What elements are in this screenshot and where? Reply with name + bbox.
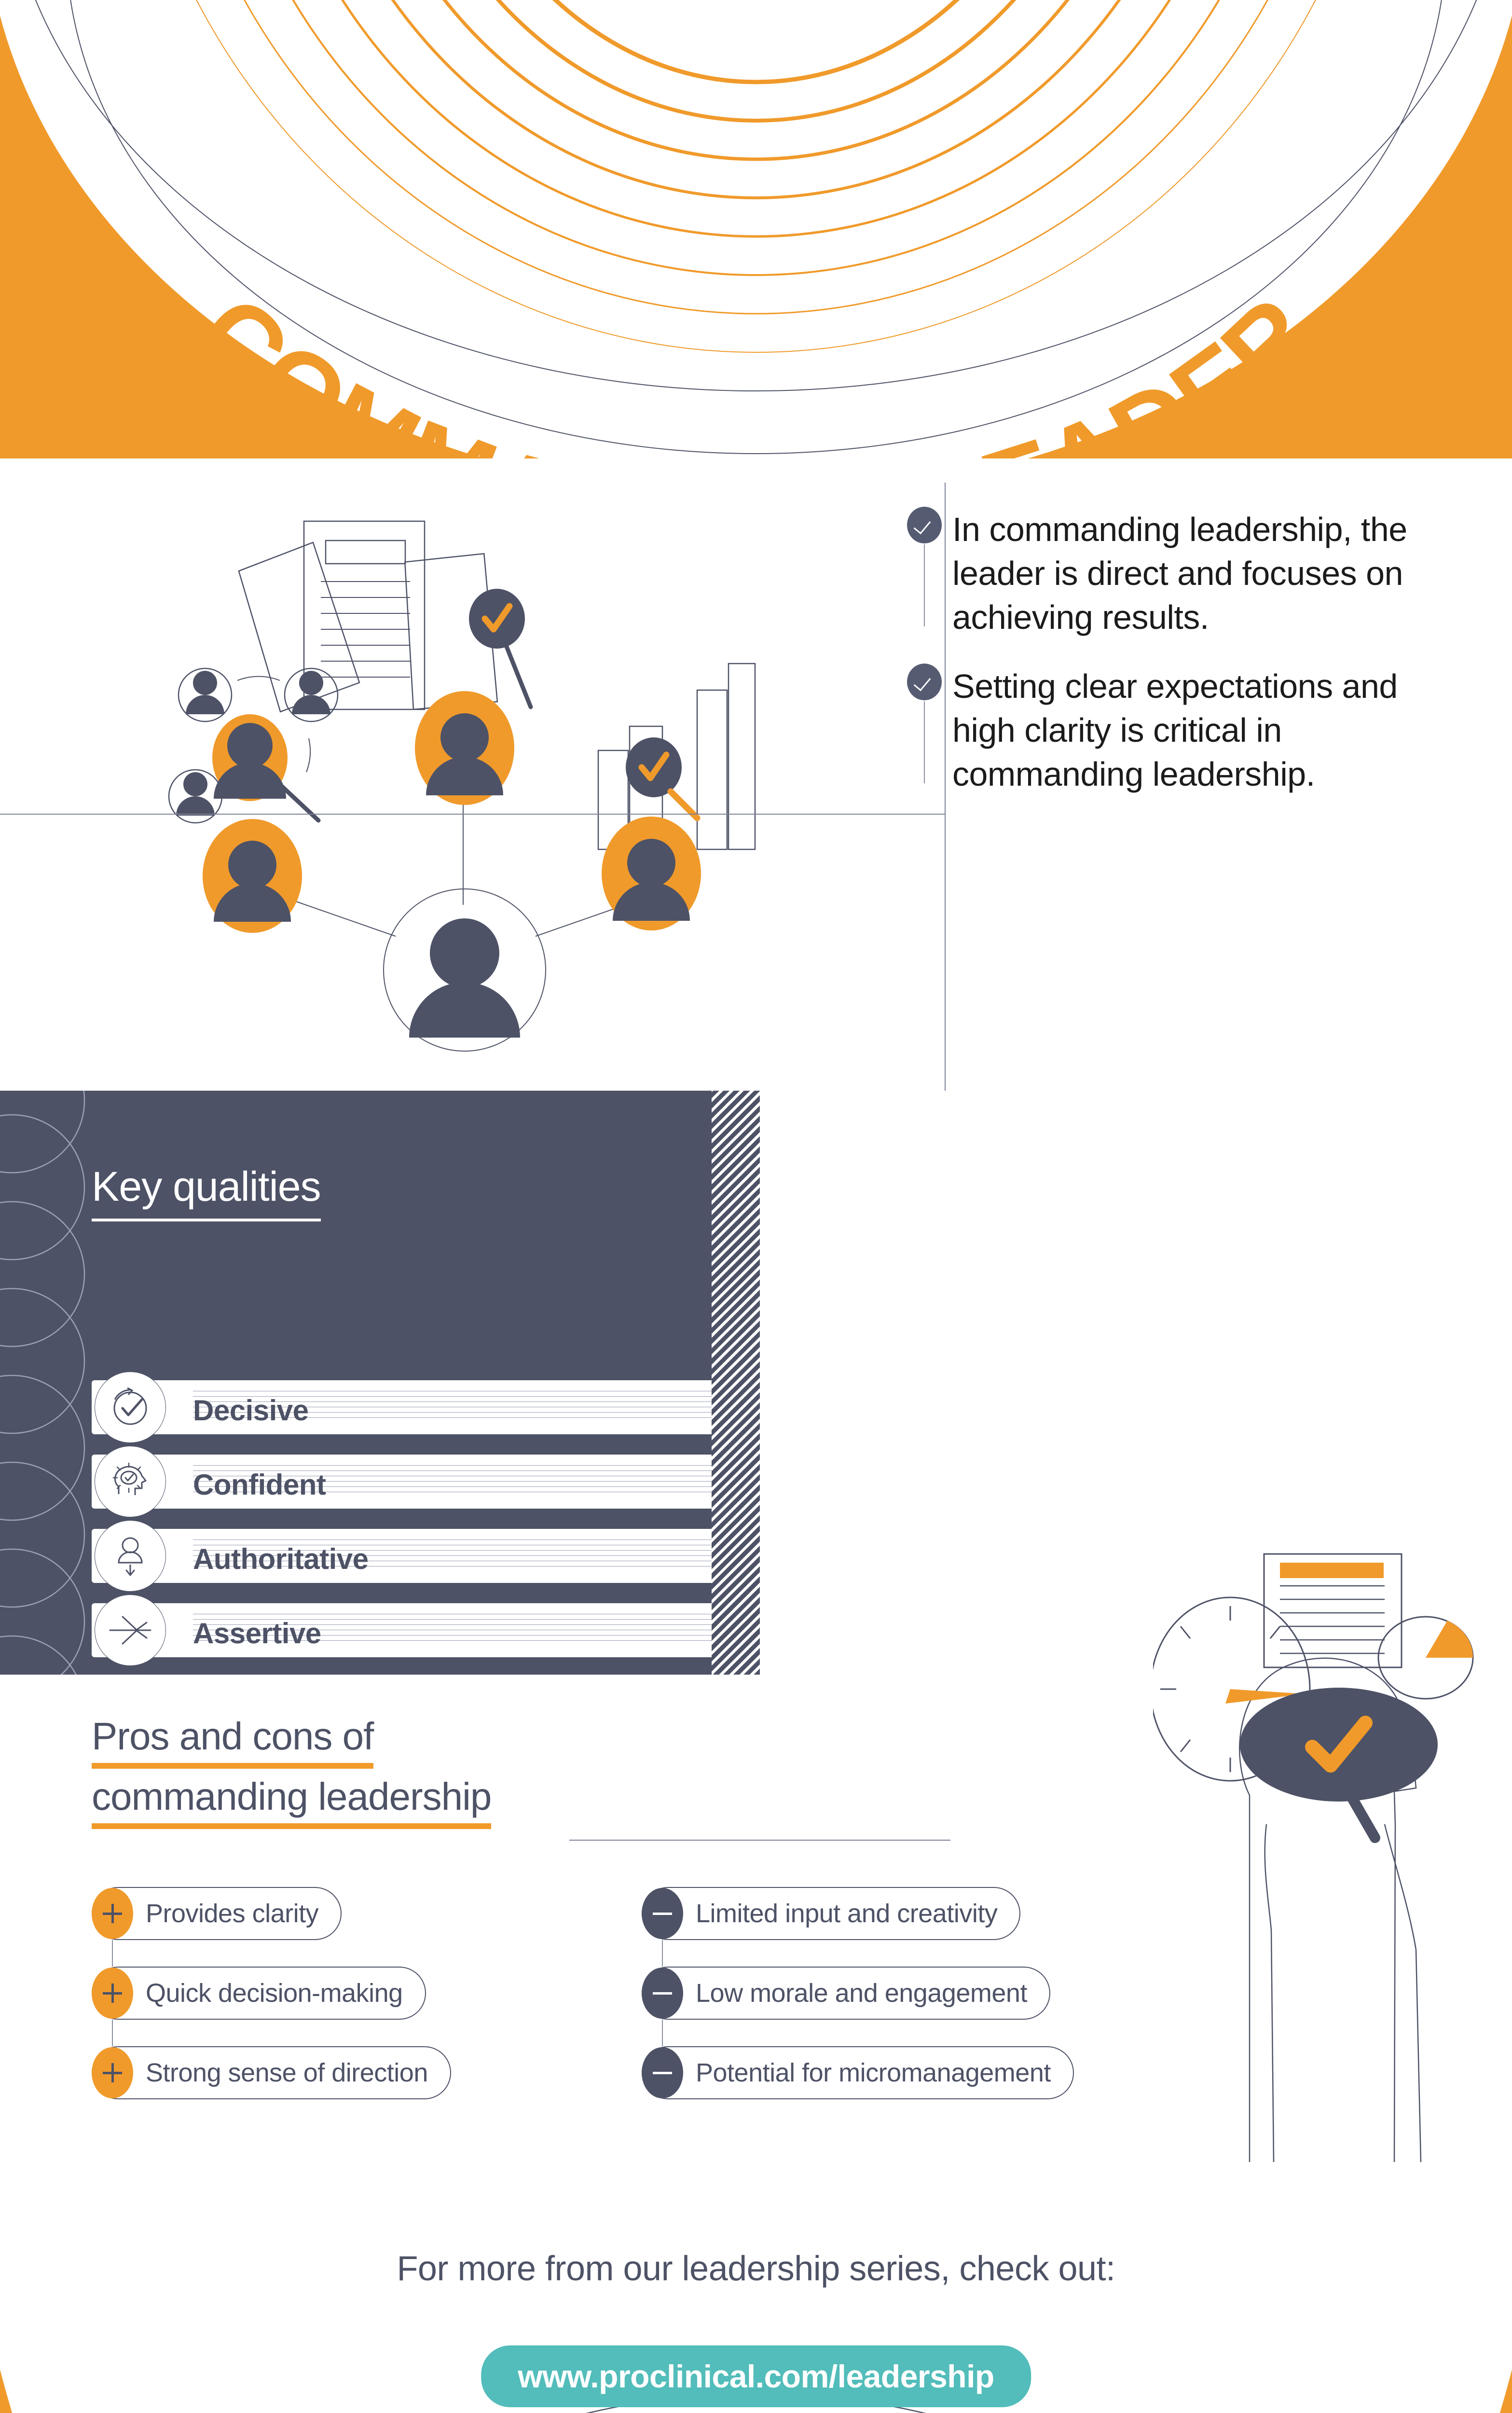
bar-texture-lines	[193, 1539, 731, 1574]
header-artwork: COMMANDING LEADER “TAKE CHARGE AND DRIVE…	[0, 0, 1512, 458]
minus-icon	[642, 1888, 683, 1939]
pro-item[interactable]: Strong sense of direction	[92, 2046, 451, 2099]
connector-line	[662, 1940, 663, 1967]
key-quality-row[interactable]: Confident	[92, 1446, 738, 1517]
pros-column: Provides clarity Quick decision-making	[92, 1887, 451, 2126]
cons-column: Limited input and creativity Low morale …	[642, 1887, 1074, 2126]
pro-item[interactable]: Provides clarity	[92, 1887, 342, 1967]
key-quality-bar	[92, 1603, 738, 1657]
bar-texture-lines	[193, 1465, 731, 1500]
intro-bullet-item: Setting clear expectations and high clar…	[907, 664, 1418, 796]
header-banner: COMMANDING LEADER “TAKE CHARGE AND DRIVE…	[0, 0, 1512, 458]
intro-bullet-list: In commanding leadership, the leader is …	[907, 507, 1418, 816]
key-quality-bar	[92, 1529, 738, 1583]
con-label: Low morale and engagement	[696, 1979, 1027, 2008]
minus-icon	[642, 2047, 683, 2098]
pros-cons-section: Pros and cons of commanding leadership P…	[0, 1553, 1512, 2162]
check-badge-icon	[907, 664, 942, 700]
key-quality-row[interactable]: Authoritative	[92, 1520, 738, 1592]
plus-icon	[92, 2047, 133, 2098]
check-magnifier-icon	[469, 589, 701, 821]
person-down-arrow-icon	[95, 1520, 166, 1592]
key-quality-label: Decisive	[193, 1394, 309, 1427]
key-qualities-list: Decisive	[92, 1372, 738, 1675]
key-qualities-panel: Key qualities	[0, 1091, 760, 1675]
converging-arrows-icon	[95, 1595, 166, 1666]
key-quality-row[interactable]: Decisive	[92, 1372, 738, 1443]
pro-pill[interactable]: Strong sense of direction	[92, 2046, 451, 2099]
footer-cta-text: For more from our leadership series, che…	[397, 2249, 1115, 2288]
intro-bullet-item: In commanding leadership, the leader is …	[907, 507, 1418, 639]
pro-item[interactable]: Quick decision-making	[92, 1967, 426, 2046]
bullet-connector-line	[924, 701, 925, 783]
bullet-connector-line	[924, 544, 925, 626]
con-pill[interactable]: Limited input and creativity	[642, 1887, 1021, 1940]
con-label: Potential for micromanagement	[696, 2058, 1051, 2087]
key-qualities-heading: Key qualities	[92, 1163, 321, 1221]
con-pill[interactable]: Potential for micromanagement	[642, 2046, 1074, 2099]
intro-bullet-text: In commanding leadership, the leader is …	[952, 511, 1407, 636]
pros-cons-heading-line2: commanding leadership	[92, 1768, 492, 1829]
key-quality-bar	[92, 1455, 738, 1509]
con-label: Limited input and creativity	[696, 1899, 998, 1928]
horizontal-rule	[0, 814, 946, 815]
vertical-rule	[945, 483, 946, 1091]
key-quality-label: Confident	[193, 1469, 326, 1501]
intro-bullet-text: Setting clear expectations and high clar…	[952, 667, 1398, 793]
key-quality-label: Authoritative	[193, 1543, 369, 1575]
check-circle-arrow-icon	[95, 1372, 166, 1443]
key-quality-bar	[92, 1380, 738, 1434]
pros-cons-heading-line1: Pros and cons of	[92, 1708, 374, 1769]
head-idea-check-icon	[95, 1446, 166, 1517]
decorative-circles	[0, 1091, 85, 1675]
head-profile-illustration	[1153, 1553, 1474, 2162]
footer: For more from our leadership series, che…	[0, 2162, 1512, 2413]
con-item[interactable]: Potential for micromanagement	[642, 2046, 1074, 2099]
leadership-url-button[interactable]: www.proclinical.com/leadership	[481, 2345, 1031, 2407]
key-quality-row[interactable]: Assertive	[92, 1595, 738, 1666]
intro-section: In commanding leadership, the leader is …	[0, 458, 1512, 1091]
org-chart-illustration	[168, 520, 756, 1052]
connector-line	[662, 2020, 663, 2046]
con-item[interactable]: Low morale and engagement	[642, 1967, 1050, 2046]
connector-line	[112, 2020, 113, 2046]
connector-line	[112, 1940, 113, 1967]
pro-label: Quick decision-making	[146, 1979, 403, 2008]
bar-texture-lines	[193, 1614, 731, 1649]
horizontal-rule	[569, 1840, 950, 1841]
minus-icon	[642, 1968, 683, 2019]
pro-pill[interactable]: Provides clarity	[92, 1887, 342, 1940]
pro-label: Strong sense of direction	[146, 2058, 428, 2087]
pros-cons-heading: Pros and cons of commanding leadership	[92, 1708, 622, 1829]
con-pill[interactable]: Low morale and engagement	[642, 1967, 1050, 2020]
hatched-edge	[712, 1091, 760, 1675]
pro-pill[interactable]: Quick decision-making	[92, 1967, 426, 2020]
check-badge-icon	[907, 507, 942, 543]
pro-label: Provides clarity	[146, 1899, 319, 1928]
bar-texture-lines	[193, 1391, 731, 1426]
plus-icon	[92, 1888, 133, 1939]
con-item[interactable]: Limited input and creativity	[642, 1887, 1021, 1967]
key-quality-label: Assertive	[193, 1617, 321, 1650]
plus-icon	[92, 1968, 133, 2019]
